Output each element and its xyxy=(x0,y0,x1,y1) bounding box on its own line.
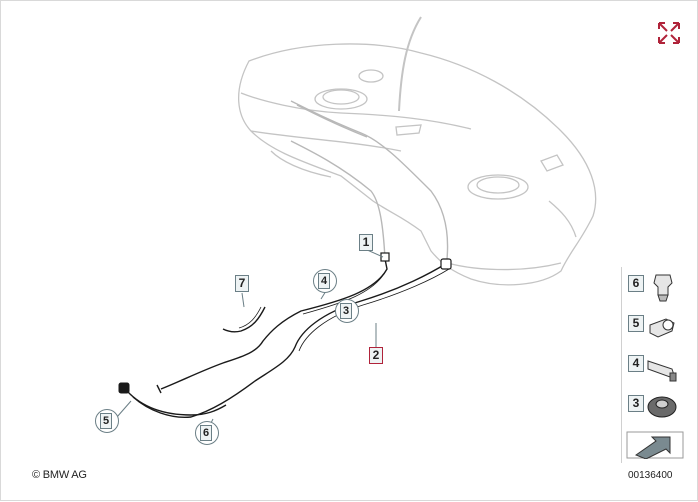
callout-4-label: 4 xyxy=(318,273,330,289)
next-page-button[interactable] xyxy=(626,431,684,460)
holder-icon xyxy=(647,360,677,382)
expand-arrows-icon xyxy=(658,22,680,44)
thumbnail-3[interactable]: 3 xyxy=(626,391,684,425)
callout-1[interactable]: 1 xyxy=(359,234,373,251)
thumbnail-4[interactable]: 4 xyxy=(626,351,684,385)
diagram-id: 00136400 xyxy=(628,470,673,481)
thumbnail-5-label: 5 xyxy=(628,315,644,332)
filler-pipe xyxy=(398,16,422,112)
grommet-icon xyxy=(647,396,677,418)
tank-lines xyxy=(290,100,449,260)
callout-4[interactable]: 4 xyxy=(313,269,337,293)
callout-6-label: 6 xyxy=(200,425,212,441)
fuel-line-7 xyxy=(222,306,266,333)
thumbnail-3-label: 3 xyxy=(628,395,644,412)
fuel-line-2 xyxy=(132,262,448,419)
thumbnail-6[interactable]: 6 xyxy=(626,271,684,305)
bracket-clip-icon xyxy=(649,318,675,338)
thumbnail-4-label: 4 xyxy=(628,355,644,372)
callout-7[interactable]: 7 xyxy=(235,275,249,292)
callout-5-label: 5 xyxy=(100,413,112,429)
thumbnail-6-label: 6 xyxy=(628,275,644,292)
callout-3-label: 3 xyxy=(340,303,352,319)
arrow-right-icon xyxy=(626,431,684,460)
callout-3[interactable]: 3 xyxy=(335,299,359,323)
callout-5[interactable]: 5 xyxy=(95,409,119,433)
clip-icon xyxy=(653,274,673,302)
expand-button[interactable] xyxy=(653,17,681,45)
parts-thumbnail-strip: 6 5 4 3 xyxy=(621,267,688,463)
thumbnail-5[interactable]: 5 xyxy=(626,311,684,345)
callout-6[interactable]: 6 xyxy=(195,421,219,445)
fuel-line-1 xyxy=(160,258,388,390)
copyright-text: © BMW AG xyxy=(32,469,87,481)
callout-2[interactable]: 2 xyxy=(369,347,383,364)
fuel-tank xyxy=(237,43,597,286)
